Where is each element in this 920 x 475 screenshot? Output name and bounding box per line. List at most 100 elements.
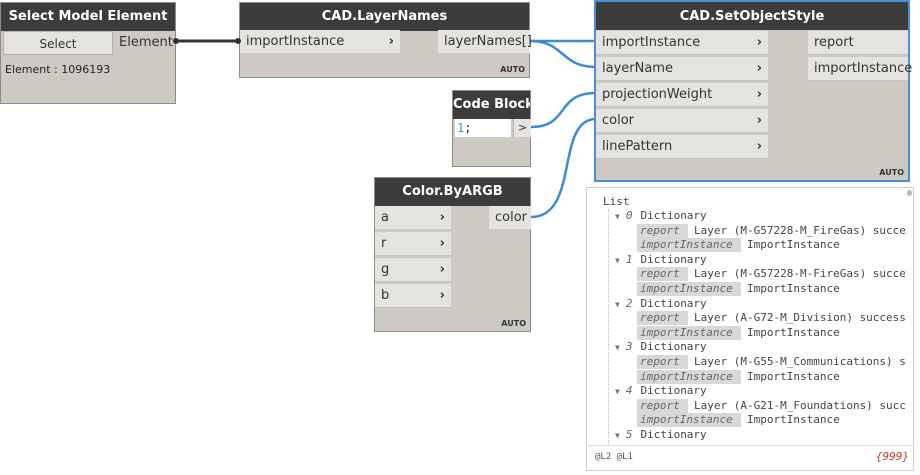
dictionary-key: report — [637, 355, 688, 369]
dictionary-key: importInstance — [637, 238, 741, 253]
lacing-badge: AUTO — [501, 319, 526, 328]
cad-setobjectstyle-node[interactable]: CAD.SetObjectStyle importInstance › laye… — [594, 0, 912, 182]
scrollbar-thumb[interactable] — [907, 190, 912, 196]
code-editor[interactable]: 1; — [455, 119, 511, 137]
dictionary-value: ImportInstance — [747, 282, 840, 295]
item-index: 1 — [625, 252, 633, 266]
wire-codeblock-to-projectionweight — [530, 91, 597, 129]
input-port-linepattern[interactable]: linePattern › — [596, 135, 768, 159]
chevron-right-icon: › — [388, 34, 394, 49]
chevron-right-icon: › — [756, 113, 762, 128]
dictionary-key: report — [637, 311, 688, 326]
dictionary-key: importInstance — [637, 413, 741, 428]
port-label: linePattern — [602, 139, 673, 154]
input-port-b[interactable]: b › — [375, 284, 451, 308]
input-port-projectionweight[interactable]: projectionWeight › — [596, 83, 768, 107]
importinstance-entry: importInstance ImportInstance — [637, 369, 840, 384]
element-info: Element : 1096193 — [5, 63, 111, 76]
chevron-right-icon: › — [439, 288, 445, 303]
input-port-a[interactable]: a › — [375, 206, 451, 230]
input-port-g[interactable]: g › — [375, 258, 451, 282]
importinstance-entry: importInstance ImportInstance — [637, 325, 840, 340]
cad-layernames-node[interactable]: CAD.LayerNames importInstance › layerNam… — [239, 2, 532, 78]
input-port-r[interactable]: r › — [375, 232, 451, 256]
input-port-layername[interactable]: layerName › — [596, 57, 768, 81]
collapse-caret-icon[interactable]: ▼ — [615, 343, 620, 353]
code-semicolon: ; — [464, 121, 472, 135]
dictionary-value: Layer (M-G57228-M-FireGas) succe — [694, 267, 905, 281]
select-model-element-node[interactable]: Select Model Element Select Element Elem… — [0, 2, 176, 104]
item-type: Dictionary — [640, 209, 707, 222]
collapse-caret-icon[interactable]: ▼ — [615, 212, 620, 221]
chevron-right-icon: › — [756, 61, 762, 76]
item-count: {999} — [875, 450, 909, 463]
item-type: Dictionary — [640, 428, 707, 441]
tree-guide-line — [608, 209, 610, 446]
collapse-caret-icon[interactable]: ▼ — [615, 299, 620, 309]
node-title: Code Block — [453, 91, 530, 119]
dictionary-value: ImportInstance — [747, 369, 840, 383]
dictionary-key: importInstance — [637, 282, 741, 296]
output-port-layernames[interactable]: layerNames[] — [438, 30, 532, 54]
port-label: importInstance — [246, 34, 345, 49]
report-entry: report Layer (M-G55-M_Communications) s — [637, 355, 905, 369]
dictionary-value: ImportInstance — [747, 413, 840, 427]
port-label: g — [381, 262, 390, 277]
tree-item-header[interactable]: ▼ 2 Dictionary — [615, 297, 707, 311]
color-byargb-node[interactable]: Color.ByARGB a › r › g › b › color AUTO — [374, 177, 531, 332]
dictionary-value: ImportInstance — [747, 238, 840, 252]
input-port-importinstance[interactable]: importInstance › — [596, 31, 768, 55]
input-port-color[interactable]: color › — [596, 109, 768, 133]
node-title: Color.ByARGB — [375, 178, 530, 206]
port-label: color — [602, 113, 635, 128]
dictionary-value: Layer (M-G55-M_Communications) s — [694, 355, 905, 368]
input-port-importinstance[interactable]: importInstance › — [240, 30, 400, 54]
collapse-caret-icon[interactable]: ▼ — [615, 431, 620, 440]
port-label: b — [381, 288, 390, 303]
lacing-badge: AUTO — [500, 65, 525, 74]
list-levels[interactable]: @L2 @L1 — [595, 452, 633, 462]
node-title: CAD.SetObjectStyle — [596, 2, 908, 30]
item-type: Dictionary — [640, 296, 707, 310]
collapse-caret-icon[interactable]: ▼ — [615, 255, 620, 265]
watch-footer: @L2 @L1 {999} — [587, 445, 913, 470]
output-port-color[interactable]: color — [489, 206, 531, 230]
output-port-report[interactable]: report — [808, 31, 908, 55]
wire-layernames-to-layername — [529, 39, 597, 69]
chevron-right-icon: › — [756, 139, 762, 154]
dictionary-value: ImportInstance — [747, 325, 840, 339]
importinstance-entry: importInstance ImportInstance — [637, 238, 840, 253]
node-title: Select Model Element — [1, 3, 175, 31]
output-port-element[interactable]: Element — [119, 35, 173, 50]
select-button[interactable]: Select — [3, 31, 113, 55]
dictionary-key: importInstance — [637, 369, 741, 384]
chevron-right-icon: › — [756, 35, 762, 50]
item-type: Dictionary — [640, 384, 707, 398]
tree-item-header[interactable]: ▼ 5 Dictionary — [615, 428, 707, 442]
collapse-caret-icon[interactable]: ▼ — [615, 387, 620, 397]
output-port-code[interactable]: > — [513, 119, 531, 137]
tree-root-label: List — [603, 195, 630, 208]
lacing-badge: AUTO — [879, 168, 904, 177]
port-label: projectionWeight — [602, 87, 713, 102]
node-title: CAD.LayerNames — [240, 3, 529, 31]
dictionary-key: report — [637, 267, 688, 282]
chevron-right-icon: › — [439, 236, 445, 251]
output-port-importinstance[interactable]: importInstance — [808, 57, 912, 81]
item-index: 5 — [625, 428, 633, 441]
dictionary-key: importInstance — [637, 325, 741, 340]
output-dot-element[interactable] — [173, 38, 179, 44]
dictionary-value: Layer (A-G72-M_Division) success — [694, 311, 905, 325]
item-index: 2 — [625, 296, 633, 310]
input-dot-importinstance[interactable] — [235, 38, 241, 44]
code-block-node[interactable]: Code Block 1; > — [452, 90, 531, 167]
